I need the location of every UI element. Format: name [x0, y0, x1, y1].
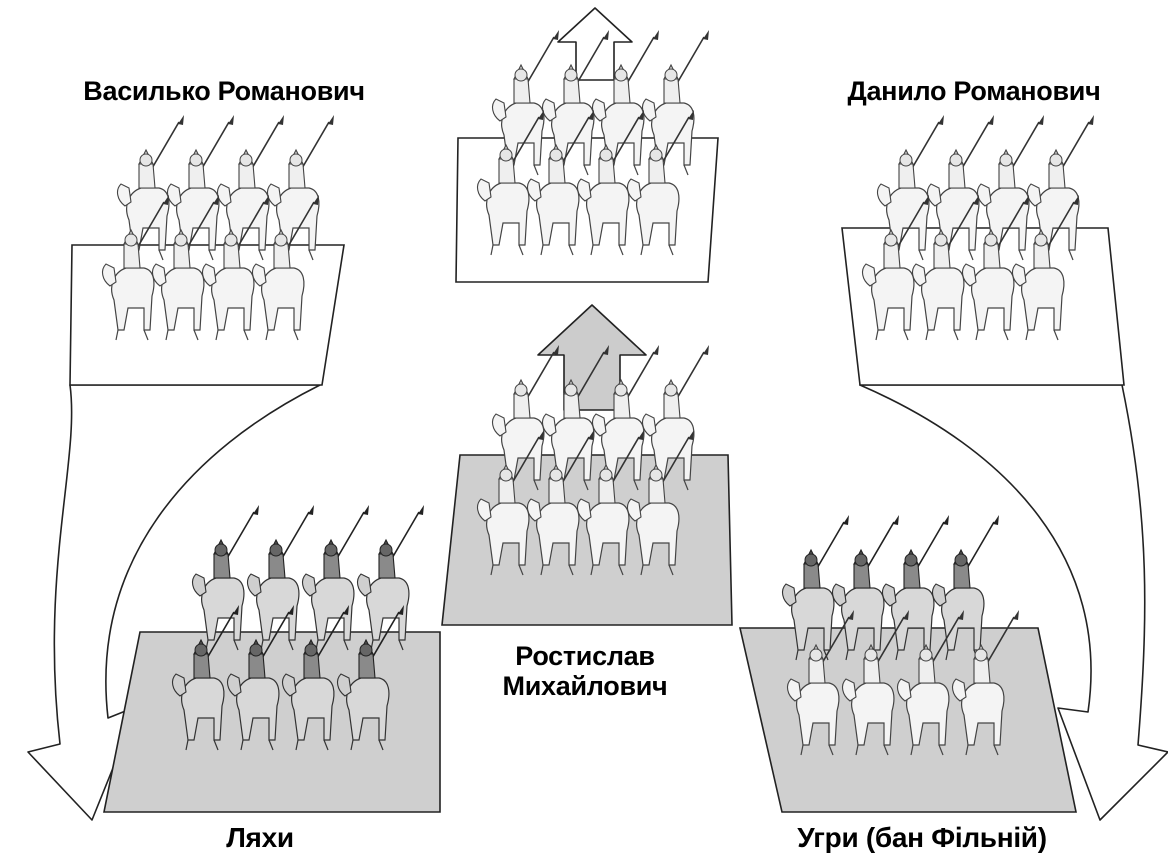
label-danylo: Данило Романович: [816, 76, 1132, 106]
label-uhry: Угри (бан Фільній): [764, 822, 1080, 853]
label-vasylko: Василько Романович: [64, 76, 384, 106]
unit-vasylko: [103, 115, 334, 340]
base-uhry: [740, 628, 1076, 812]
unit-lyakhy: [173, 505, 424, 750]
label-rostyslav: Ростислав Михайлович: [470, 641, 700, 701]
label-lyakhy: Ляхи: [190, 822, 330, 853]
